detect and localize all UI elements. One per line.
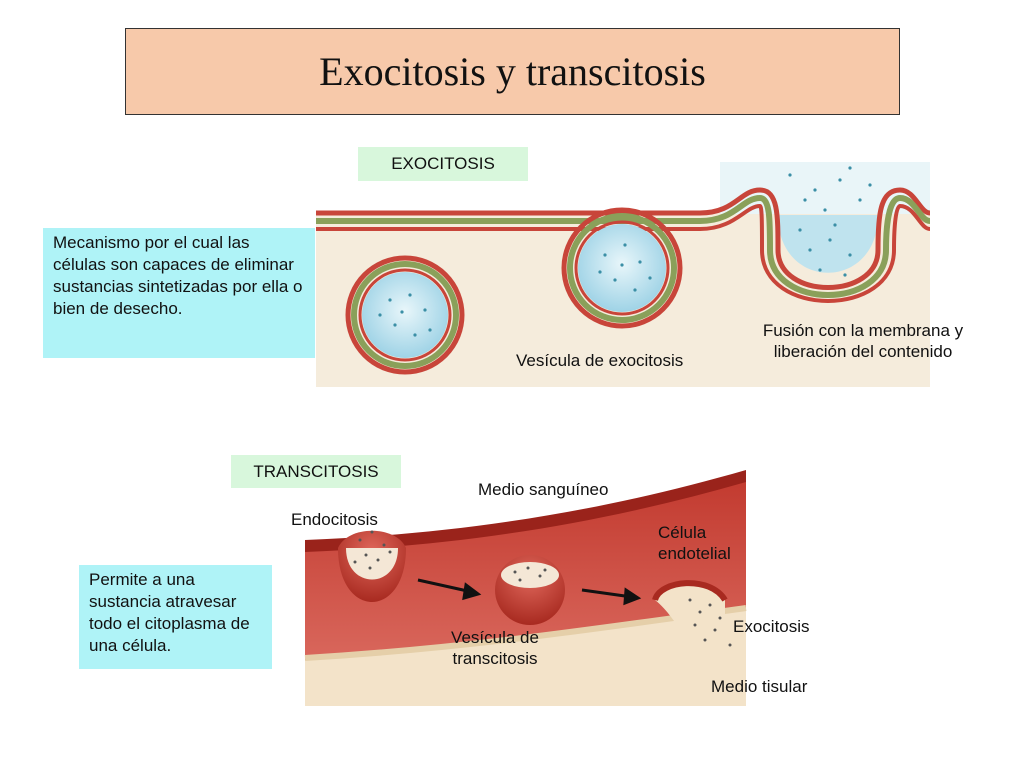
blood-medium-label: Medio sanguíneo (478, 480, 609, 499)
exocytosis-vesicle-label: Vesícula de exocitosis (516, 351, 684, 370)
arrow-2-head (623, 587, 642, 606)
tissue-medium (305, 610, 746, 706)
endocytosis-label: Endocitosis (291, 510, 378, 529)
arrow-1-head (462, 582, 482, 601)
transcytosis-description: Permite a una sustancia atravesar todo e… (79, 565, 272, 669)
fusion-pocket (778, 215, 878, 273)
transcytosis-particles (353, 530, 732, 647)
exocytosis-description: Mecanismo por el cual las células son ca… (43, 228, 315, 358)
transcytosis-vesicle (495, 555, 565, 625)
exocytosis-tag: EXOCITOSIS (358, 147, 528, 181)
plasma-membrane-base (316, 203, 931, 303)
tissue-medium-label: Medio tisular (711, 677, 808, 696)
endothelial-cell-label: Célula endotelial (658, 522, 731, 564)
transcytosis-tag: TRANSCITOSIS (231, 455, 401, 488)
arrow-2 (581, 588, 633, 599)
exocytosis-step-label: Exocitosis (733, 617, 810, 636)
exocytosis-panel (316, 162, 931, 387)
exocytosis-vesicle-2 (561, 207, 683, 329)
process-arrows (417, 578, 642, 606)
plasma-membrane-inner (316, 194, 931, 298)
transcytosis-exocytosis (652, 580, 728, 640)
exocytosis-vesicle-1 (345, 255, 465, 375)
endocytosis-pit (338, 530, 406, 602)
fusion-label-line2: liberación del contenido (773, 342, 953, 361)
plasma-membrane-outer (316, 187, 931, 290)
endothelial-cell-label-line2: endotelial (658, 544, 731, 563)
transcytosis-panel (304, 470, 747, 706)
transcytosis-vesicle-label-line1: Vesícula de (451, 628, 539, 647)
vesicle-content-dots (378, 166, 872, 337)
transcytosis-vesicle-label-line2: transcitosis (452, 649, 538, 668)
page-title: Exocitosis y transcitosis (319, 49, 706, 94)
transcytosis-vesicle-label: Vesícula de transcitosis (440, 627, 550, 669)
arrow-1 (417, 578, 473, 594)
endothelial-cell-label-line1: Célula (658, 523, 707, 542)
fusion-label: Fusión con la membrana y liberación del … (738, 320, 988, 362)
title-box: Exocitosis y transcitosis (125, 28, 900, 115)
fusion-label-line1: Fusión con la membrana y (762, 321, 964, 340)
